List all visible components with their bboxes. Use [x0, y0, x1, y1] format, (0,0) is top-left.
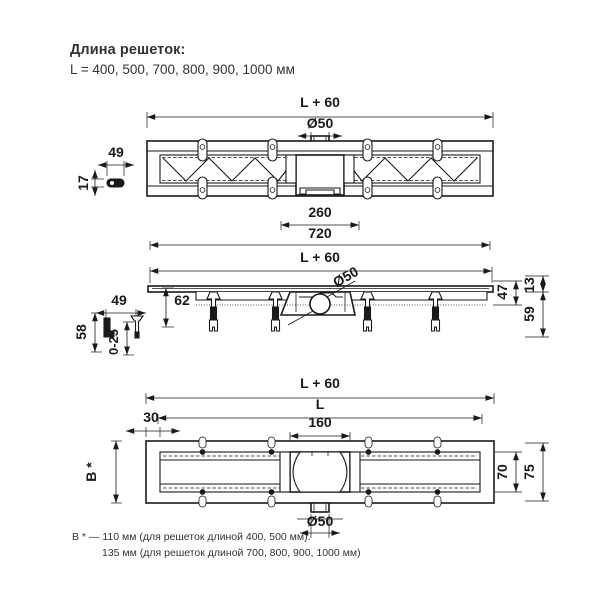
- top-view-tabs-lower: [197, 176, 443, 200]
- bottom-view-dim-L-label: L: [316, 396, 325, 412]
- section-view-dim-59-label: 59: [521, 306, 537, 322]
- section-view-flange: [147, 285, 494, 293]
- bottom-view-dim-overall: L + 60: [145, 375, 495, 404]
- bottom-view-fixing-holes: [198, 436, 442, 508]
- bottom-view-dim-75: 75: [521, 442, 549, 502]
- bottom-view-dim-70-label: 70: [494, 464, 510, 480]
- top-view-dim-17-label: 17: [75, 175, 91, 191]
- fixing-hole: [433, 436, 442, 455]
- top-view-dim-260: 260: [280, 204, 360, 230]
- bottom-view-dim-75-label: 75: [521, 464, 537, 480]
- bottom-view-dim-160: 160: [289, 414, 351, 441]
- mount-tab: [362, 176, 373, 200]
- top-view-sump: [285, 154, 355, 196]
- fixing-hole: [364, 436, 373, 455]
- top-view-dim-720: 720: [149, 225, 491, 250]
- footnote-line-1: B * — 110 мм (для решеток длиной 400, 50…: [72, 531, 311, 543]
- section-view-dim-13-label: 13: [521, 277, 537, 293]
- section-view-leg-detail: [103, 315, 145, 339]
- section-view-dim-58-label: 58: [73, 324, 89, 340]
- fixing-hole: [267, 436, 276, 455]
- bottom-view-dim-width-label: B *: [83, 462, 99, 482]
- support-leg: [428, 291, 443, 332]
- top-view-dim-outlet-label: Ø50: [307, 115, 334, 131]
- bottom-view-outlet-stub: [310, 502, 330, 513]
- section-view-legs: [206, 291, 443, 332]
- section-view-dim-62: 62: [162, 287, 190, 328]
- section-view-dim-13: 13: [521, 275, 549, 293]
- bottom-view-dim-outlet: Ø50: [297, 513, 343, 538]
- section-view-dim-62-label: 62: [174, 292, 190, 308]
- top-view: L + 60 Ø50: [75, 94, 494, 250]
- top-view-truss-left: [162, 157, 297, 182]
- section-view-dim-49-label: 49: [111, 292, 127, 308]
- mount-tab: [267, 138, 278, 162]
- mount-tab: [197, 138, 208, 162]
- top-view-dim-260-label: 260: [308, 204, 332, 220]
- support-leg: [206, 291, 221, 332]
- fixing-hole: [198, 489, 207, 508]
- page-subtitle: L = 400, 500, 700, 800, 900, 1000 мм: [70, 62, 295, 77]
- top-view-dim-overall-label: L + 60: [300, 94, 340, 110]
- top-view-tabs-upper: [197, 138, 443, 162]
- support-leg: [360, 291, 375, 332]
- section-view-dim-58: 58: [73, 312, 102, 353]
- top-view-truss-right: [343, 157, 478, 182]
- top-view-bracket-detail: 49 17: [75, 144, 134, 196]
- top-view-dim-overall: L + 60: [146, 94, 494, 128]
- bottom-view-dim-30-label: 30: [143, 409, 159, 425]
- bottom-view-dim-overall-label: L + 60: [300, 375, 340, 391]
- section-view-dim-59: 59: [521, 291, 549, 338]
- mount-tab: [432, 138, 443, 162]
- mount-tab: [362, 138, 373, 162]
- mount-tab: [267, 176, 278, 200]
- section-view-dim-0-25: 0-25: [106, 321, 134, 356]
- page-title: Длина решеток:: [70, 42, 186, 58]
- footnote-line-2: 135 мм (для решеток длиной 700, 800, 900…: [102, 547, 361, 559]
- bottom-view-dim-width: B *: [83, 440, 122, 504]
- section-view-body: [195, 291, 488, 316]
- top-view-dim-720-label: 720: [308, 225, 332, 241]
- bottom-view-dim-outlet-label: Ø50: [307, 513, 334, 529]
- bottom-view-dim-70: 70: [494, 451, 522, 493]
- section-view-dim-overall-label: L + 60: [300, 249, 340, 265]
- bottom-view-dim-30: 30: [125, 409, 180, 437]
- mount-tab: [432, 176, 443, 200]
- top-view-dim-49-label: 49: [108, 144, 124, 160]
- section-view: L + 60 Ø50: [73, 249, 549, 356]
- fixing-hole: [364, 489, 373, 508]
- fixing-hole: [267, 489, 276, 508]
- bottom-view-dim-L: L: [157, 396, 483, 424]
- bottom-view-dim-160-label: 160: [308, 414, 332, 430]
- section-view-dim-overall: L + 60: [149, 249, 493, 283]
- support-leg: [268, 291, 283, 332]
- fixing-hole: [198, 436, 207, 455]
- bottom-view: L + 60 L 30 160: [83, 375, 549, 538]
- section-view-dim-47: 47: [493, 280, 522, 306]
- mount-tab: [197, 176, 208, 200]
- fixing-hole: [433, 489, 442, 508]
- section-view-dim-47-label: 47: [494, 284, 510, 300]
- bottom-view-sump: [279, 451, 361, 493]
- section-view-dim-0-25-label: 0-25: [106, 329, 121, 355]
